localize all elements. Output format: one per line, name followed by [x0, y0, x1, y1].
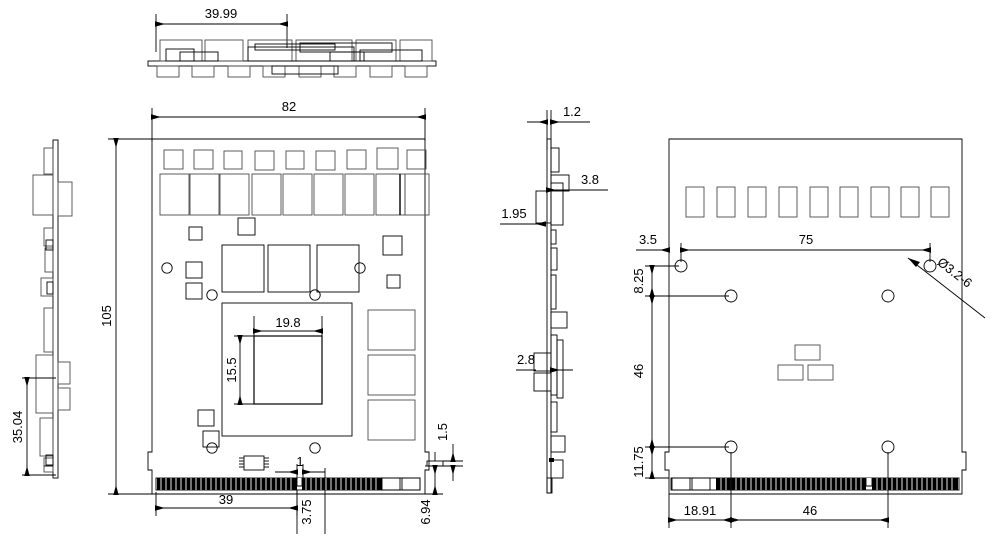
dimension-82: 82 [151, 99, 426, 141]
dim-label-75: 75 [799, 232, 813, 247]
dim-label-825: 8.25 [631, 268, 646, 293]
hole-callout-leader: Ø3.2-6 [907, 254, 986, 319]
dim-label-46v: 46 [631, 364, 646, 378]
dim-label-1175: 11.75 [631, 446, 646, 478]
right-blocks [367, 309, 416, 441]
gold-finger-connector [155, 477, 421, 491]
dim-label-375: 3.75 [299, 499, 314, 524]
dimension-18.91: 18.91 [668, 452, 732, 528]
dimension-39.99: 39.99 [155, 6, 288, 52]
dim-label-155: 15.5 [224, 357, 239, 382]
dim-label-3504: 35.04 [10, 411, 25, 444]
dim-label-3999: 39.99 [205, 6, 238, 21]
left-side-view: 35.04 [10, 139, 73, 479]
top-small-pads [163, 147, 427, 171]
dim-label-38: 3.8 [581, 172, 599, 187]
dimension-6.94: 6.94 [418, 465, 443, 525]
dim-label-35: 3.5 [639, 232, 657, 247]
dim-label-198: 19.8 [275, 315, 300, 330]
dim-label-82: 82 [282, 99, 296, 114]
dimension-2.8: 2.8 [516, 352, 573, 373]
back-view: 3.5 75 Ø3.2-6 8.25 46 [631, 138, 986, 528]
dimension-15.5: 15.5 [224, 335, 256, 405]
right-side-view: 1.2 3.8 [500, 104, 608, 494]
hole-callout-label: Ø3.2-6 [934, 254, 975, 290]
dim-label-28: 2.8 [517, 352, 535, 367]
dim-label-105: 105 [99, 305, 114, 327]
dimension-75: 75 [680, 232, 931, 262]
dim-label-195: 1.95 [501, 206, 526, 221]
dimension-46-horizontal: 46 [730, 452, 889, 528]
dim-label-39: 39 [219, 492, 233, 507]
dim-label-1: 1 [296, 454, 303, 469]
dim-label-46h: 46 [803, 503, 817, 518]
dim-label-694: 6.94 [418, 499, 433, 524]
top-edge-view: 39.99 [147, 6, 437, 78]
dimension-11.75: 11.75 [631, 446, 669, 479]
back-gold-finger-connector [670, 477, 960, 491]
dimension-3.5: 3.5 [636, 232, 682, 262]
dim-label-15: 1.5 [435, 423, 450, 441]
dim-label-1891: 18.91 [684, 503, 717, 518]
dim-label-12: 1.2 [563, 104, 581, 119]
dimension-105: 105 [99, 138, 154, 495]
dimension-1.5: 1.5 [435, 423, 463, 481]
dimension-1.95: 1.95 [500, 206, 546, 227]
dimension-46-vertical: 46 [631, 295, 729, 448]
top-connector-blocks [159, 173, 430, 216]
dimension-35.04: 35.04 [10, 377, 56, 476]
dimension-8.25: 8.25 [631, 265, 729, 297]
center-blocks [221, 244, 360, 293]
dimension-3.8: 3.8 [546, 172, 608, 193]
dimension-1: 1 [275, 454, 325, 480]
dimension-19.8: 19.8 [253, 315, 323, 338]
front-view: 19.8 15.5 [99, 99, 463, 534]
dimension-3.75: 3.75 [296, 468, 326, 534]
dimension-1.2: 1.2 [527, 104, 590, 125]
back-pads [685, 186, 950, 218]
